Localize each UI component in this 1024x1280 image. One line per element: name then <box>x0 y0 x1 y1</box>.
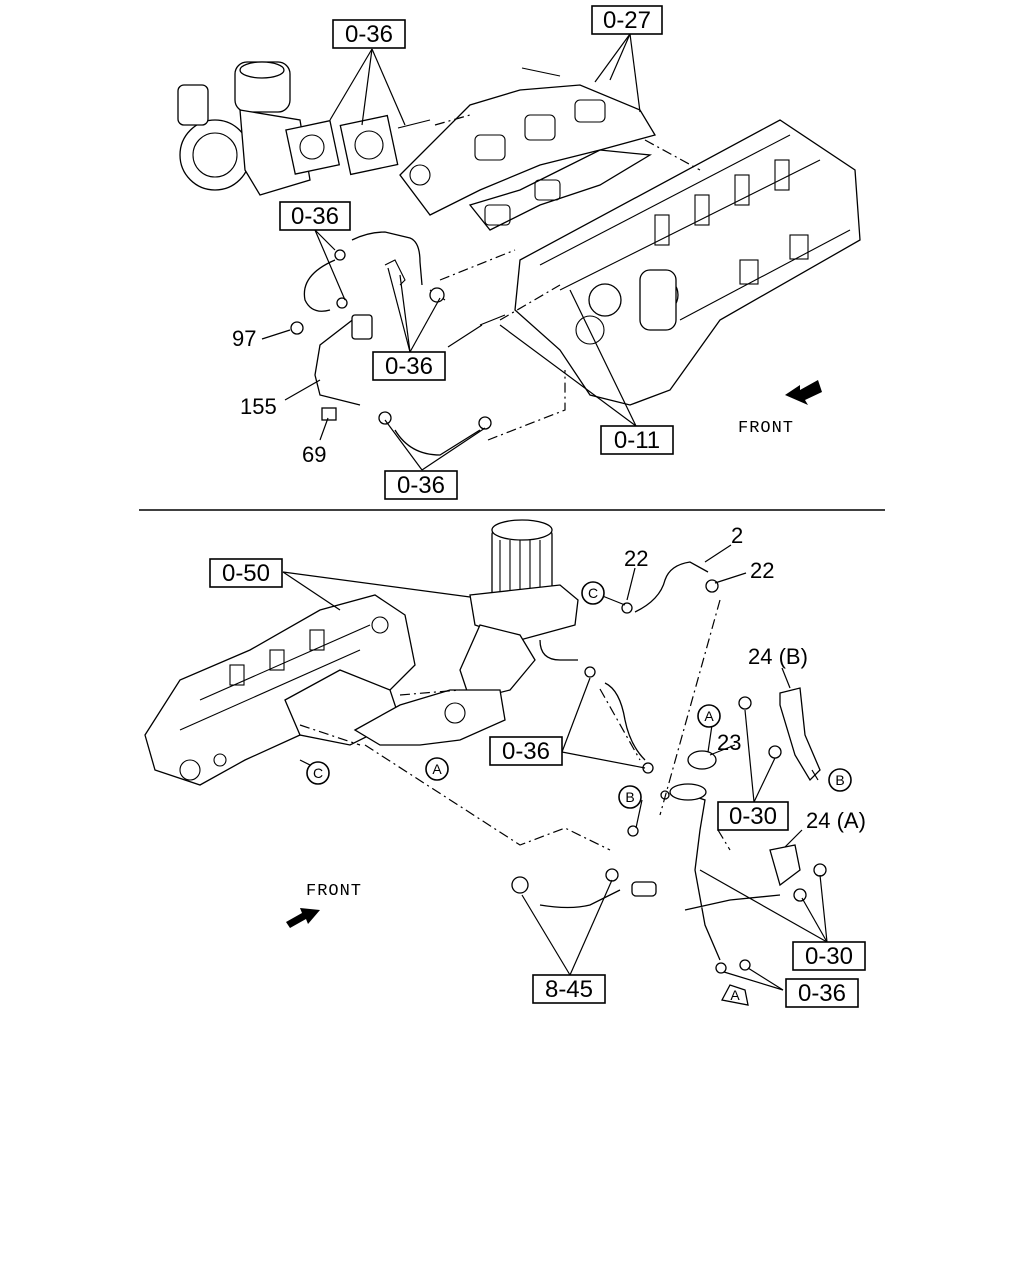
marker-a-oring <box>697 704 721 728</box>
coolant-hose <box>604 682 646 761</box>
bracket-24b <box>779 687 821 782</box>
clip-a <box>384 259 406 286</box>
marker-b-pipe <box>618 785 642 809</box>
marker-a-oring-label: A <box>704 708 714 724</box>
part-number-69: 69 <box>302 442 326 467</box>
top-section: 0-36 0-27 0-36 0-36 0-11 0-36 97 155 69 … <box>177 5 861 500</box>
ref-box-0-36-lower-hose <box>384 470 458 500</box>
ref-box-0-36-clips <box>372 351 446 381</box>
ref-box-0-50 <box>209 558 283 588</box>
water-pipe-bottom <box>674 789 721 961</box>
marker-a-filter <box>425 757 449 781</box>
short-hose <box>303 259 336 312</box>
front-label-top: FRONT <box>738 419 794 438</box>
marker-b-bracket <box>828 768 852 792</box>
turbocharger-drawing <box>177 61 399 196</box>
ref-box-0-11 <box>600 425 674 455</box>
front-label-bottom: FRONT <box>306 882 362 901</box>
ref-0-36-clip: 0-36 <box>798 980 846 1007</box>
ref-0-36-turbo: 0-36 <box>345 21 393 48</box>
front-arrow-icon-bottom <box>286 908 320 928</box>
ref-0-11: 0-11 <box>614 427 660 454</box>
ref-0-27: 0-27 <box>603 7 651 34</box>
bracket-24a <box>769 844 801 887</box>
ref-0-50: 0-50 <box>222 560 270 587</box>
ref-box-8-45 <box>532 974 606 1004</box>
lower-hose <box>394 429 481 456</box>
branch-pipe <box>684 894 781 911</box>
connector <box>479 314 506 326</box>
ref-box-0-27 <box>591 5 663 35</box>
ref-0-36-hose: 0-36 <box>291 203 339 230</box>
marker-a-filter-label: A <box>432 761 442 777</box>
part-number-97: 97 <box>232 326 256 351</box>
ref-box-0-36-hose <box>279 201 351 231</box>
part-number-155: 155 <box>240 394 277 419</box>
part-number-24a: 24 (A) <box>806 808 866 833</box>
marker-b-bracket-label: B <box>835 772 844 788</box>
marker-c-hose <box>581 581 605 605</box>
part-number-23: 23 <box>717 730 741 755</box>
exhaust-manifold-drawing <box>399 84 656 231</box>
ref-box-0-30-bracket-a <box>792 941 866 971</box>
hose-2 <box>634 561 709 613</box>
bottom-section: C A C A B B A 0-50 0-36 0-30 0-30 8-45 0… <box>144 519 866 1008</box>
oil-cooler-drawing <box>144 594 416 786</box>
cylinder-head-drawing <box>514 119 861 406</box>
stud-bolt <box>397 119 431 129</box>
ref-0-36-lower-hose: 0-36 <box>397 472 445 499</box>
ref-0-36-coolant-hose: 0-36 <box>502 738 550 765</box>
ref-box-0-36-turbo <box>332 19 406 49</box>
o-ring-23 <box>687 750 717 770</box>
front-arrow-icon <box>785 380 822 405</box>
ref-box-0-30-bracket-b <box>717 801 789 831</box>
ref-box-0-36-clip <box>785 978 859 1008</box>
hose-8-45 <box>539 889 621 909</box>
nut-69 <box>321 407 337 421</box>
ref-8-45: 8-45 <box>545 976 593 1003</box>
oil-filter-drawing <box>459 519 579 701</box>
ref-box-0-36-coolant-hose <box>489 736 563 766</box>
clip-bottom <box>721 984 749 1006</box>
manifold-bolt <box>521 67 561 77</box>
part-number-22-right: 22 <box>750 558 774 583</box>
marker-b-pipe-label: B <box>625 789 634 805</box>
ref-0-36-clips: 0-36 <box>385 353 433 380</box>
marker-a-clip-label: A <box>730 987 740 1003</box>
part-number-2: 2 <box>731 523 743 548</box>
part-number-22-left: 22 <box>624 546 648 571</box>
upper-hose <box>351 231 423 286</box>
marker-c-cooler-label: C <box>313 765 323 781</box>
bolt-97 <box>290 321 304 335</box>
marker-c-hose-label: C <box>588 585 598 601</box>
marker-c-cooler <box>306 761 330 785</box>
filter-bracket-drawing <box>353 689 506 746</box>
ref-0-30-bracket-b: 0-30 <box>729 803 777 830</box>
pipe-bracket <box>351 314 373 340</box>
part-number-24b: 24 (B) <box>748 644 808 669</box>
ref-0-30-bracket-a: 0-30 <box>805 943 853 970</box>
